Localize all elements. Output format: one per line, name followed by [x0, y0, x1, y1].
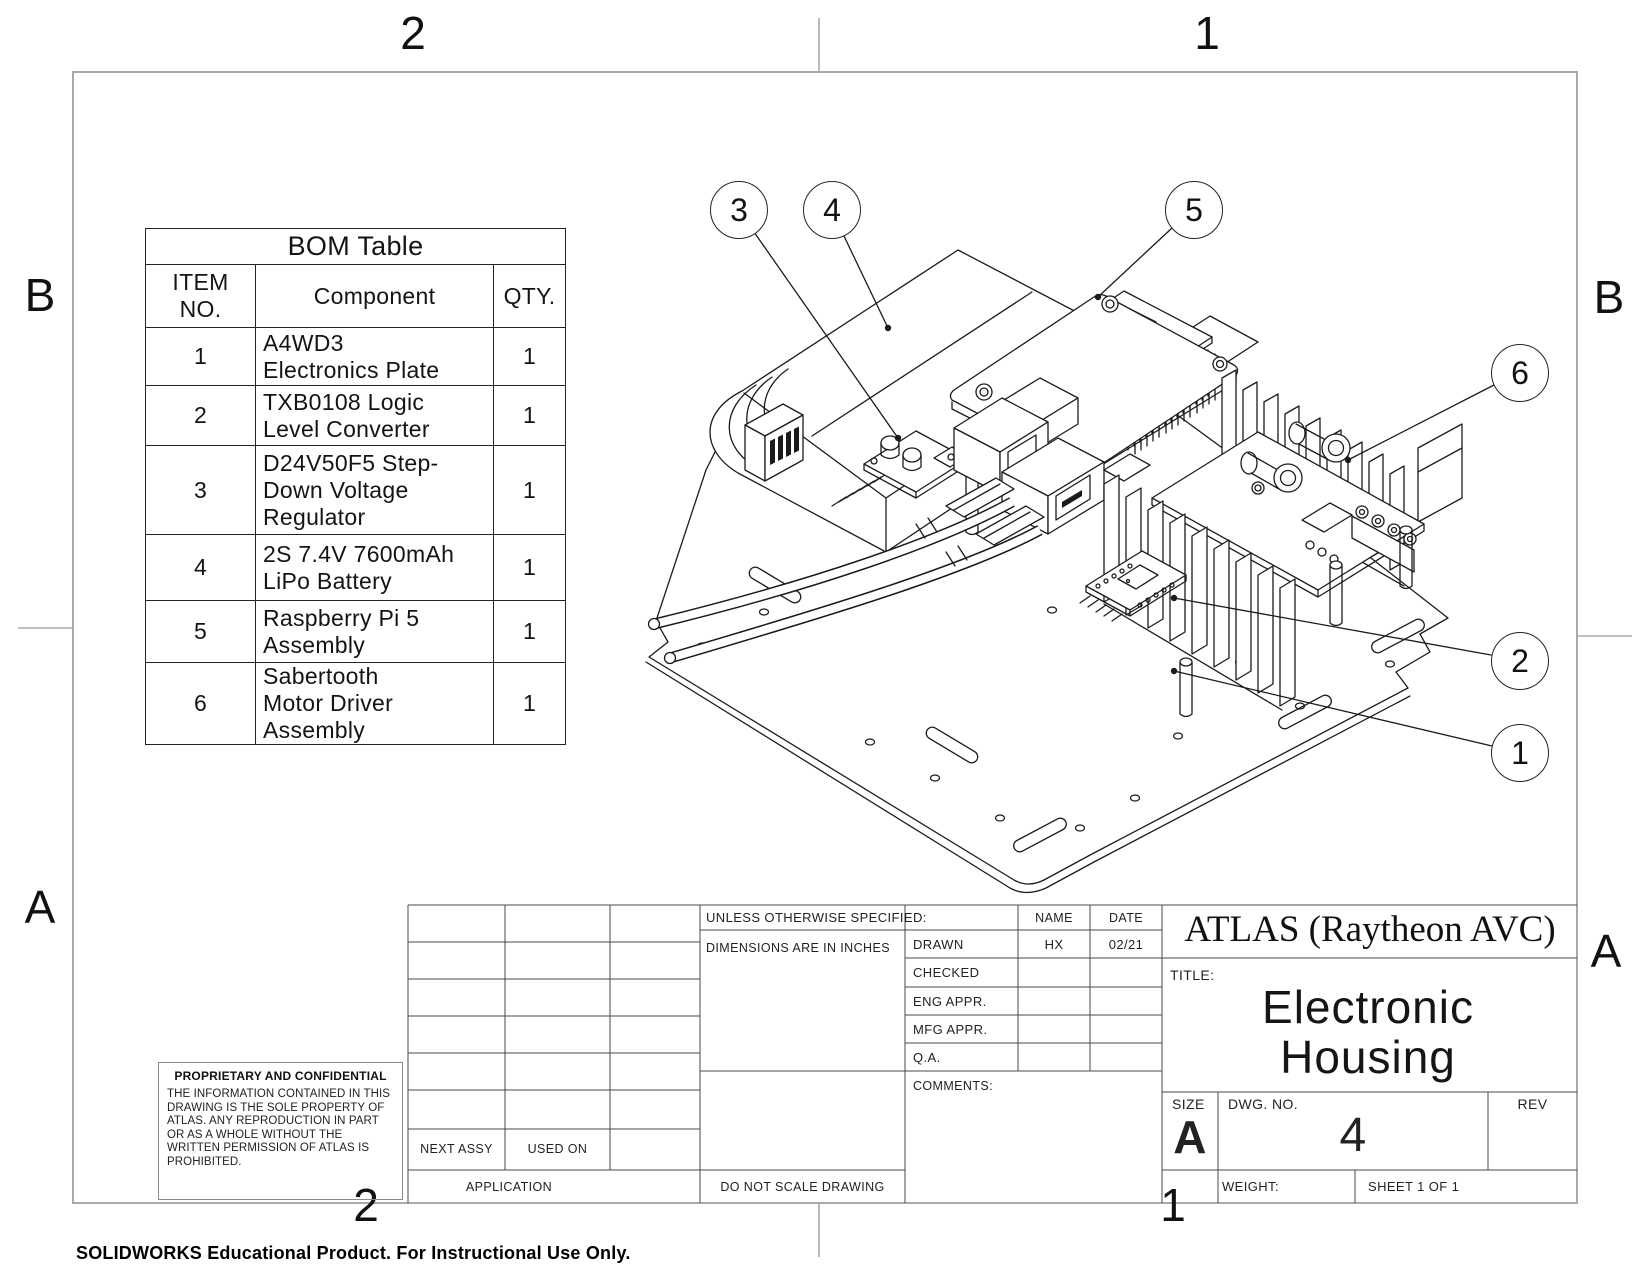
- drawn-date-value: 02/21: [1108, 937, 1144, 952]
- bom-item-no: 1: [145, 327, 256, 386]
- title-block-lines: [407, 904, 1577, 1203]
- balloon-leader-lines: [753, 227, 1495, 747]
- bom-component: TXB0108 Logic Level Converter: [255, 385, 494, 446]
- zone-label-top-2: 2: [400, 7, 426, 59]
- bom-title: BOM Table: [144, 228, 567, 265]
- bom-table: BOM Table ITEM NO. Component QTY. 1 A4WD…: [144, 228, 567, 745]
- zone-label-top-1: 1: [1194, 7, 1220, 59]
- logic-level-converter-drawing: [1079, 550, 1187, 622]
- do-not-scale-note: DO NOT SCALE DRAWING: [720, 1180, 885, 1194]
- bom-item-no: 3: [145, 445, 256, 535]
- dimensions-note: DIMENSIONS ARE IN INCHES: [706, 941, 890, 955]
- balloon-callout-3: 3: [710, 181, 768, 239]
- name-column-header: NAME: [1035, 911, 1073, 925]
- weight-label: WEIGHT:: [1222, 1179, 1279, 1194]
- used-on-label: USED ON: [527, 1142, 588, 1156]
- mfg-appr-label: MFG APPR.: [913, 1022, 988, 1037]
- size-label: SIZE: [1172, 1096, 1205, 1112]
- date-column-header: DATE: [1108, 911, 1143, 925]
- bom-qty: 1: [492, 534, 567, 601]
- bom-header-item: ITEM NO.: [145, 264, 256, 328]
- proprietary-body: THE INFORMATION CONTAINED IN THIS DRAWIN…: [167, 1088, 391, 1168]
- bom-component: D24V50F5 Step- Down Voltage Regulator: [255, 445, 494, 535]
- checked-label: CHECKED: [913, 965, 980, 980]
- balloon-callout-5: 5: [1165, 181, 1223, 239]
- next-assy-label: NEXT ASSY: [420, 1142, 493, 1156]
- bom-item-no: 5: [145, 600, 256, 663]
- proprietary-notice: PROPRIETARY AND CONFIDENTIAL THE INFORMA…: [158, 1062, 403, 1200]
- qa-label: Q.A.: [913, 1050, 941, 1065]
- zone-label-right-b: B: [1593, 271, 1625, 323]
- zone-label-bottom-2: 2: [353, 1179, 379, 1231]
- size-value: A: [1173, 1111, 1207, 1163]
- title-label: TITLE:: [1170, 967, 1215, 983]
- bom-qty: 1: [492, 385, 567, 446]
- zone-label-right-a: A: [1590, 925, 1622, 977]
- zone-label-left-a: A: [24, 881, 56, 933]
- solidworks-watermark: SOLIDWORKS Educational Product. For Inst…: [76, 1243, 631, 1263]
- bom-row-3: 3 D24V50F5 Step- Down Voltage Regulator …: [145, 445, 567, 535]
- bom-header-component: Component: [255, 264, 494, 328]
- sheet-info: SHEET 1 OF 1: [1368, 1179, 1460, 1194]
- balloon-callout-1: 1: [1491, 724, 1549, 782]
- drawn-label: DRAWN: [913, 937, 964, 952]
- bom-component: 2S 7.4V 7600mAh LiPo Battery: [255, 534, 494, 601]
- voltage-regulator-drawing: [831, 430, 969, 507]
- dwg-no-label: DWG. NO.: [1228, 1096, 1299, 1112]
- bom-item-no: 2: [145, 385, 256, 446]
- application-label: APPLICATION: [465, 1180, 553, 1194]
- bom-row-5: 5 Raspberry Pi 5 Assembly 1: [145, 600, 567, 663]
- bom-qty: 1: [492, 327, 567, 386]
- proprietary-title: PROPRIETARY AND CONFIDENTIAL: [174, 1069, 387, 1083]
- bom-qty: 1: [492, 662, 567, 745]
- bom-header-qty: QTY.: [492, 264, 567, 328]
- balloon-callout-2: 2: [1491, 632, 1549, 690]
- bom-row-2: 2 TXB0108 Logic Level Converter 1: [145, 385, 567, 446]
- balloon-callout-4: 4: [803, 181, 861, 239]
- sheet-frame: [18, 18, 1632, 1257]
- bom-item-no: 6: [145, 662, 256, 745]
- bom-component: Raspberry Pi 5 Assembly: [255, 600, 494, 663]
- bom-row-4: 4 2S 7.4V 7600mAh LiPo Battery 1: [145, 534, 567, 601]
- unless-otherwise-specified-label: UNLESS OTHERWISE SPECIFIED:: [706, 910, 927, 925]
- drawing-title: Electronic Housing: [1262, 981, 1474, 1083]
- zone-label-bottom-1: 1: [1160, 1179, 1186, 1231]
- bom-item-no: 4: [145, 534, 256, 601]
- bom-component: Sabertooth Motor Driver Assembly: [255, 662, 494, 745]
- eng-appr-label: ENG APPR.: [913, 994, 987, 1009]
- bom-row-1: 1 A4WD3 Electronics Plate 1: [145, 327, 567, 386]
- drawn-name-value: HX: [1044, 937, 1064, 952]
- bom-qty: 1: [492, 445, 567, 535]
- balloon-callout-6: 6: [1491, 344, 1549, 402]
- zone-label-left-b: B: [24, 269, 56, 321]
- raspberry-pi-assembly-drawing: [647, 290, 1259, 665]
- plate-slots: [748, 566, 1425, 853]
- bom-component: A4WD3 Electronics Plate: [255, 327, 494, 386]
- comments-label: COMMENTS:: [913, 1079, 993, 1093]
- motor-driver-assembly-drawing: [1103, 369, 1463, 718]
- company-title: ATLAS (Raytheon AVC): [1184, 909, 1556, 950]
- bom-qty: 1: [492, 600, 567, 663]
- rev-label: REV: [1517, 1096, 1548, 1112]
- bom-row-6: 6 Sabertooth Motor Driver Assembly 1: [145, 662, 567, 745]
- dwg-no-value: 4: [1339, 1109, 1367, 1162]
